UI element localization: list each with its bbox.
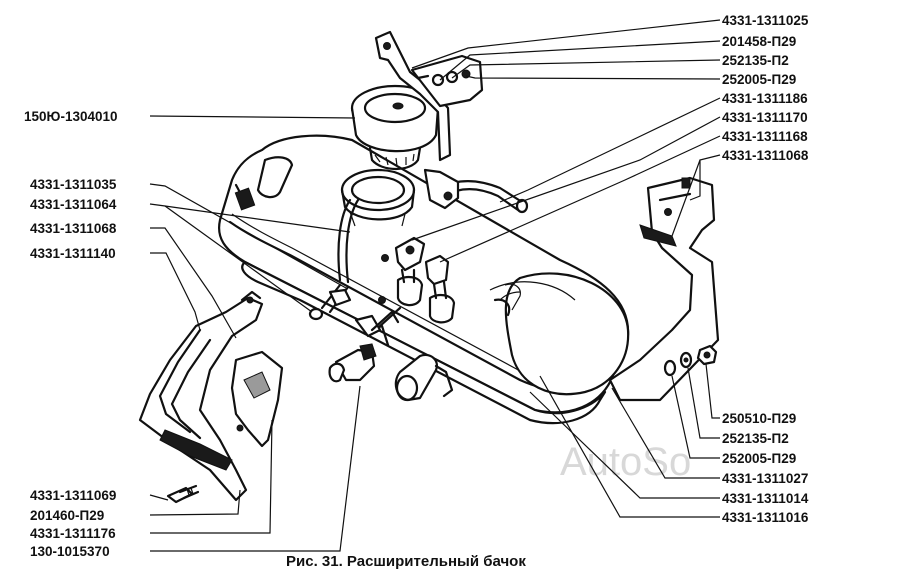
label-4331-1311186: 4331-1311186 [722,91,808,106]
tank-end-cap [504,272,630,396]
label-252135-p2-bottom: 252135-П2 [722,431,789,446]
label-150yu-1304010: 150Ю-1304010 [24,109,118,124]
label-4331-1311176: 4331-1311176 [30,526,116,541]
tank-fittings [381,236,456,324]
label-4331-1311016: 4331-1311016 [722,510,809,525]
tank-assembly-drawing [138,30,720,504]
label-4331-1311025: 4331-1311025 [722,13,809,28]
right-fasteners [663,344,718,377]
label-4331-1311064: 4331-1311064 [30,197,117,212]
label-252135-p2-top: 252135-П2 [722,53,789,68]
watermark: AutoSo [560,440,691,484]
label-4331-1311068-right: 4331-1311068 [722,148,809,163]
strap-bolt [166,484,200,504]
left-strap-assembly [138,290,284,502]
leader-lines [149,19,721,552]
label-4331-1311035: 4331-1311035 [30,177,117,192]
label-4331-1311014: 4331-1311014 [722,491,809,506]
label-4331-1311170: 4331-1311170 [722,110,808,125]
label-4331-1311168: 4331-1311168 [722,129,808,144]
label-201458-p29: 201458-П29 [722,34,796,49]
label-4331-1311027: 4331-1311027 [722,471,808,486]
figure-caption: Рис. 31. Расширительный бачок [286,553,526,570]
tank-cap [350,84,440,171]
tank-lower-body [241,260,607,425]
label-4331-1311068-left: 4331-1311068 [30,221,117,236]
label-250510-p29: 250510-П29 [722,411,796,426]
drain-fitting [328,314,390,383]
label-201460-p29: 201460-П29 [30,508,104,523]
outlet-elbow [394,353,438,402]
label-252005-p29-bottom: 252005-П29 [722,451,796,466]
label-4331-1311140: 4331-1311140 [30,246,116,261]
label-4331-1311069: 4331-1311069 [30,488,116,503]
label-252005-p29-top: 252005-П29 [722,72,796,87]
part-number-labels: 4331-1311025 201458-П29 252135-П2 252005… [24,13,809,559]
right-bracket [608,176,720,402]
label-130-1015370: 130-1015370 [30,544,110,559]
